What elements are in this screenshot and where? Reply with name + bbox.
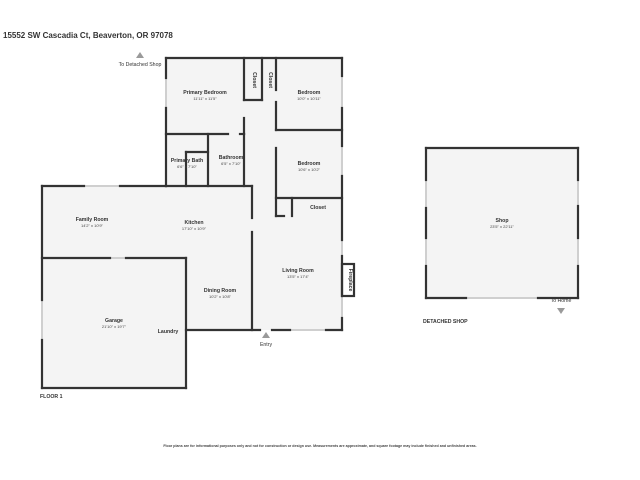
room-dim-bedroom-mid: 10'6" x 10'2" — [298, 167, 321, 172]
room-name-family-room: Family Room — [76, 217, 109, 223]
floor-fills — [42, 58, 578, 388]
walls — [40, 56, 580, 390]
detached-shop-label: DETACHED SHOP — [423, 319, 468, 325]
shop-floor — [426, 148, 578, 298]
room-name-shop: Shop — [496, 218, 509, 224]
entry-arrow-icon — [262, 332, 270, 338]
floor-1-label: FLOOR 1 — [40, 394, 63, 400]
to-detached-shop-label: To Detached Shop — [119, 62, 162, 68]
markers — [136, 52, 565, 338]
windows — [41, 76, 579, 340]
entry-label: Entry — [260, 342, 273, 348]
room-dim-garage: 21'10" x 19'7" — [102, 324, 127, 329]
room-name-dining-room: Dining Room — [204, 288, 237, 294]
room-dim-dining-room: 10'2" x 10'8" — [209, 294, 232, 299]
room-name-primary-bath: Primary Bath — [171, 158, 203, 164]
room-name-fireplace: Fireplace — [347, 269, 353, 292]
room-dim-primary-bath: 6'6" x 7'10" — [177, 164, 197, 169]
to-home-arrow-icon — [557, 308, 565, 314]
room-dim-bathroom: 6'5" x 7'10" — [221, 161, 241, 166]
room-name-primary-bedroom: Primary Bedroom — [183, 90, 227, 96]
room-name-closet-mid: Closet — [310, 205, 326, 211]
to-detached-shop-arrow-icon — [136, 52, 144, 58]
living-floor — [252, 186, 342, 330]
room-dim-living-room: 13'5" x 17'4" — [287, 274, 310, 279]
room-name-laundry: Laundry — [158, 329, 179, 335]
room-dim-primary-bedroom: 11'11" x 11'5" — [193, 96, 217, 101]
room-dim-kitchen: 17'10" x 10'9" — [182, 226, 207, 231]
room-name-kitchen: Kitchen — [184, 220, 203, 226]
to-home-label: To Home — [551, 298, 572, 304]
room-name-living-room: Living Room — [282, 268, 314, 274]
room-name-garage: Garage — [105, 318, 123, 324]
garage-floor — [42, 258, 186, 388]
family-kitchen-floor — [42, 186, 252, 258]
room-name-bedroom-mid: Bedroom — [298, 161, 321, 167]
room-dim-shop: 23'5" x 22'11" — [490, 224, 514, 229]
room-dim-bedroom-top: 10'0" x 10'11" — [297, 96, 321, 101]
property-address: 15552 SW Cascadia Ct, Beaverton, OR 9707… — [3, 31, 173, 40]
room-name-bedroom-top: Bedroom — [298, 90, 321, 96]
room-name-bathroom: Bathroom — [219, 155, 244, 161]
room-name-closet-top: Closet — [267, 72, 273, 88]
room-dim-family-room: 14'2" x 10'9" — [81, 223, 104, 228]
bedroom-wing-floor — [166, 58, 342, 186]
room-name-closet-primary: Closet — [251, 72, 257, 88]
dining-floor — [186, 258, 252, 330]
disclaimer: Floor plans are for informational purpos… — [163, 444, 477, 448]
